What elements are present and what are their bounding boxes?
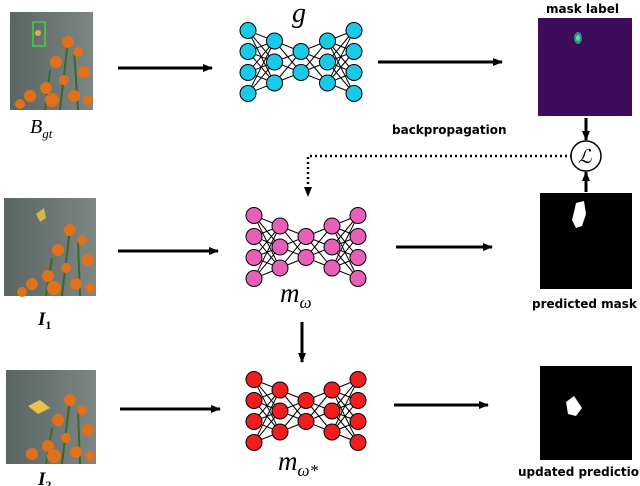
frame-i2-image xyxy=(6,370,96,465)
network-node xyxy=(245,228,263,245)
label-i2: I2 xyxy=(37,469,51,486)
network-node xyxy=(266,32,283,50)
network-node xyxy=(271,402,289,420)
network-node xyxy=(349,434,367,451)
network-edge xyxy=(253,389,281,443)
network-node xyxy=(297,413,315,430)
network-node xyxy=(323,381,341,399)
network-node xyxy=(323,423,341,441)
predicted-mask-image xyxy=(540,193,632,289)
label-g: g xyxy=(292,0,306,29)
network-m-omega-star xyxy=(245,371,367,451)
caption-updated-prediction: updated prediction xyxy=(518,465,640,479)
network-node xyxy=(245,413,263,430)
label-b-gt: Bgt xyxy=(30,116,53,141)
network-edge xyxy=(253,225,281,279)
network-node xyxy=(349,371,367,388)
network-node xyxy=(297,249,315,266)
network-node xyxy=(245,434,263,451)
network-node xyxy=(349,249,367,266)
network-node xyxy=(239,64,257,81)
frame-i1-image xyxy=(4,198,96,297)
network-node xyxy=(239,43,257,60)
network-node xyxy=(239,85,257,102)
network-edge xyxy=(247,40,275,94)
network-node xyxy=(271,381,289,399)
label-i1: I1 xyxy=(37,309,51,332)
mask-label-image xyxy=(538,18,632,116)
network-node xyxy=(292,43,310,60)
network-node xyxy=(245,249,263,266)
updated-prediction-image xyxy=(540,366,632,460)
loss-node xyxy=(570,140,602,172)
network-node xyxy=(345,85,363,102)
network-node xyxy=(271,259,289,277)
network-node xyxy=(292,64,310,81)
network-node xyxy=(319,32,336,50)
network-node xyxy=(349,392,367,409)
network-node xyxy=(323,217,341,235)
network-node xyxy=(266,74,283,92)
network-edge xyxy=(327,30,355,84)
label-m-omega: mω xyxy=(280,278,312,312)
network-node xyxy=(271,217,289,235)
network-node xyxy=(323,259,341,277)
network-node xyxy=(345,22,363,39)
network-node xyxy=(349,413,367,430)
frame-bgt-image xyxy=(10,12,93,111)
backprop-path xyxy=(304,154,572,197)
network-node xyxy=(319,53,336,71)
network-node xyxy=(349,228,367,245)
network-g xyxy=(239,22,363,102)
network-node xyxy=(245,392,263,409)
network-node xyxy=(323,402,341,420)
network-node xyxy=(323,238,341,256)
network-node xyxy=(297,392,315,409)
caption-predicted-mask: predicted mask xyxy=(532,297,638,311)
network-node xyxy=(245,207,263,224)
caption-backpropagation: backpropagation xyxy=(392,123,507,137)
network-node xyxy=(297,228,315,245)
network-node xyxy=(245,371,263,388)
network-node xyxy=(271,238,289,256)
network-node xyxy=(345,43,363,60)
loss-symbol: ℒ xyxy=(578,147,593,168)
network-edge xyxy=(331,379,359,433)
network-node xyxy=(239,22,257,39)
network-m-omega xyxy=(245,207,367,287)
label-m-omega-star: mω* xyxy=(278,446,319,480)
network-node xyxy=(266,53,283,71)
network-node xyxy=(349,207,367,224)
network-edge xyxy=(331,215,359,269)
caption-mask-label: mask label xyxy=(546,2,619,16)
network-node xyxy=(349,270,367,287)
network-node xyxy=(245,270,263,287)
network-node xyxy=(345,64,363,81)
network-node xyxy=(271,423,289,441)
network-node xyxy=(319,74,336,92)
